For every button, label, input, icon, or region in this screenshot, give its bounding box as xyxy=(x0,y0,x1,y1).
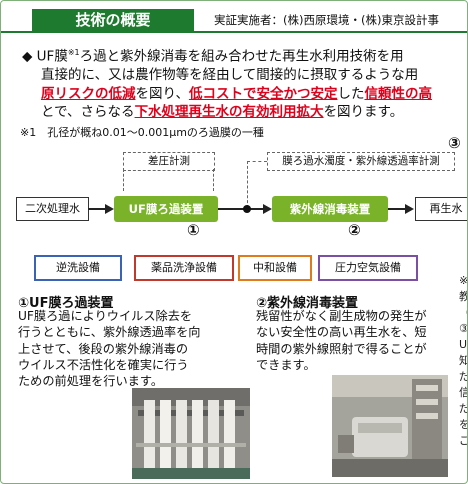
uf-photo-illustration xyxy=(132,388,250,479)
summary-line-3: 原リスクの低減を図り、低コストで安全かつ安定した信頼性の高 xyxy=(41,85,432,102)
executor-label: 実証実施者：(株)西原環境・(株)東京設計事 xyxy=(214,13,439,27)
monitor-link-left-b xyxy=(213,169,214,191)
cropped-side-text: ※ 教 （ ③ U 知 だ 信 だ を ご xyxy=(459,274,468,447)
summary-line-1: ◆ UF膜※1ろ過と紫外線消毒を組み合わせた再生水利用技術を用 xyxy=(22,48,404,65)
section1-title: ①UF膜ろ過装置 xyxy=(18,296,114,311)
flow-start-box: 二次処理水 xyxy=(16,197,89,221)
equipment-chemical-wash: 薬品洗浄設備 xyxy=(134,255,234,281)
flow-arrow-2 xyxy=(263,204,272,214)
summary-line-4: とで、さらなる下水処理再生水の有効利用拡大を図ります。 xyxy=(41,104,404,120)
header-rule xyxy=(1,31,467,33)
flow-arrow-1 xyxy=(105,204,114,214)
uf-unit-photo xyxy=(132,388,250,479)
flow-line-1 xyxy=(88,208,106,210)
uv-unit: 紫外線消毒装置 xyxy=(272,196,388,222)
equipment-backwash: 逆洗設備 xyxy=(34,255,122,281)
flow-line-3 xyxy=(388,208,406,210)
section1-body: UF膜ろ過によりウイルス除去を 行うとともに、紫外線透過率を向 上させて、後段の… xyxy=(18,309,201,389)
equipment-neutralization: 中和設備 xyxy=(238,255,312,281)
equipment-compressed-air: 圧力空気設備 xyxy=(318,255,418,281)
monitor-box-pressure: 差圧計測 xyxy=(123,152,215,171)
step-number-1: ① xyxy=(187,221,200,239)
step-number-3: ③ xyxy=(448,134,461,152)
section2-title: ②紫外線消毒装置 xyxy=(256,296,359,311)
junction-dot xyxy=(243,205,251,213)
flow-line-2 xyxy=(218,208,264,210)
section-title: 技術の概要 xyxy=(32,9,194,31)
footnote: ※1 孔径が概ね0.01〜0.001μmのろ過膜の一種 xyxy=(20,126,264,139)
uv-unit-photo xyxy=(332,375,448,477)
step-number-2: ② xyxy=(348,221,361,239)
flow-arrow-3 xyxy=(405,204,414,214)
monitor-link-right-h xyxy=(247,161,267,162)
uv-photo-illustration xyxy=(332,375,448,477)
summary-paragraph: ◆ UF膜※1ろ過と紫外線消毒を組み合わせた再生水利用技術を用 直接的に、又は農… xyxy=(22,44,467,122)
summary-line-2: 直接的に、又は農作物等を経由して間接的に摂取するような用 xyxy=(41,67,419,83)
monitor-link-right-v xyxy=(247,161,248,208)
monitor-box-quality: 膜ろ過水濁度・紫外線透過率計測 xyxy=(267,152,455,171)
uf-unit: UF膜ろ過装置 xyxy=(114,196,218,222)
section2-body: 残留性がなく副生成物の発生が ない安全性の高い再生水を、短 時間の紫外線照射で得… xyxy=(256,309,427,372)
monitor-link-left-a xyxy=(123,169,124,191)
flow-end-box: 再生水 xyxy=(415,197,467,221)
